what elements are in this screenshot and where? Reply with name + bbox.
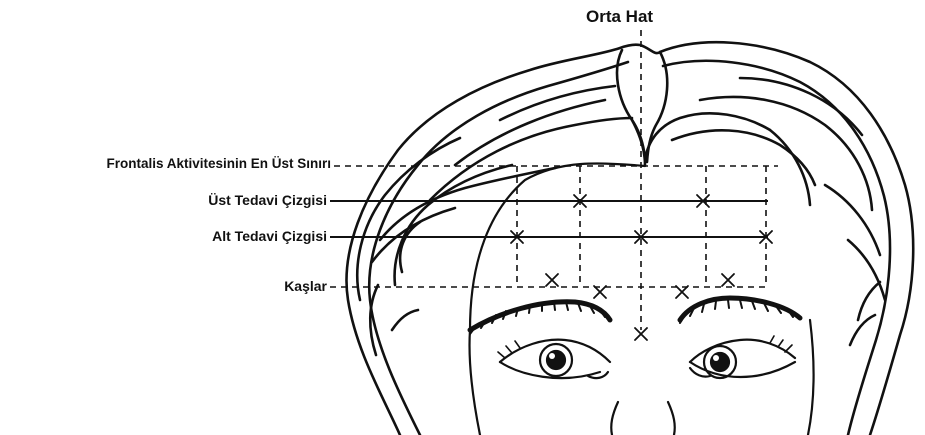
eyebrows-label: Kaşlar — [284, 279, 327, 293]
upper-treatment-line-label: Üst Tedavi Çizgisi — [208, 193, 327, 207]
nose-left-line — [611, 402, 618, 435]
injection-mark — [546, 274, 558, 286]
forehead-contour — [470, 163, 645, 330]
nose-right-line — [668, 402, 675, 435]
frontalis-limit-label: Frontalis Aktivitesinin En Üst Sınırı — [106, 157, 331, 171]
injection-mark — [722, 274, 734, 286]
right-eye — [690, 336, 795, 378]
hair-illustration — [346, 42, 913, 435]
left-eye — [498, 340, 610, 378]
midline-label: Orta Hat — [586, 8, 653, 25]
lower-treatment-line-label: Alt Tedavi Çizgisi — [212, 229, 327, 243]
